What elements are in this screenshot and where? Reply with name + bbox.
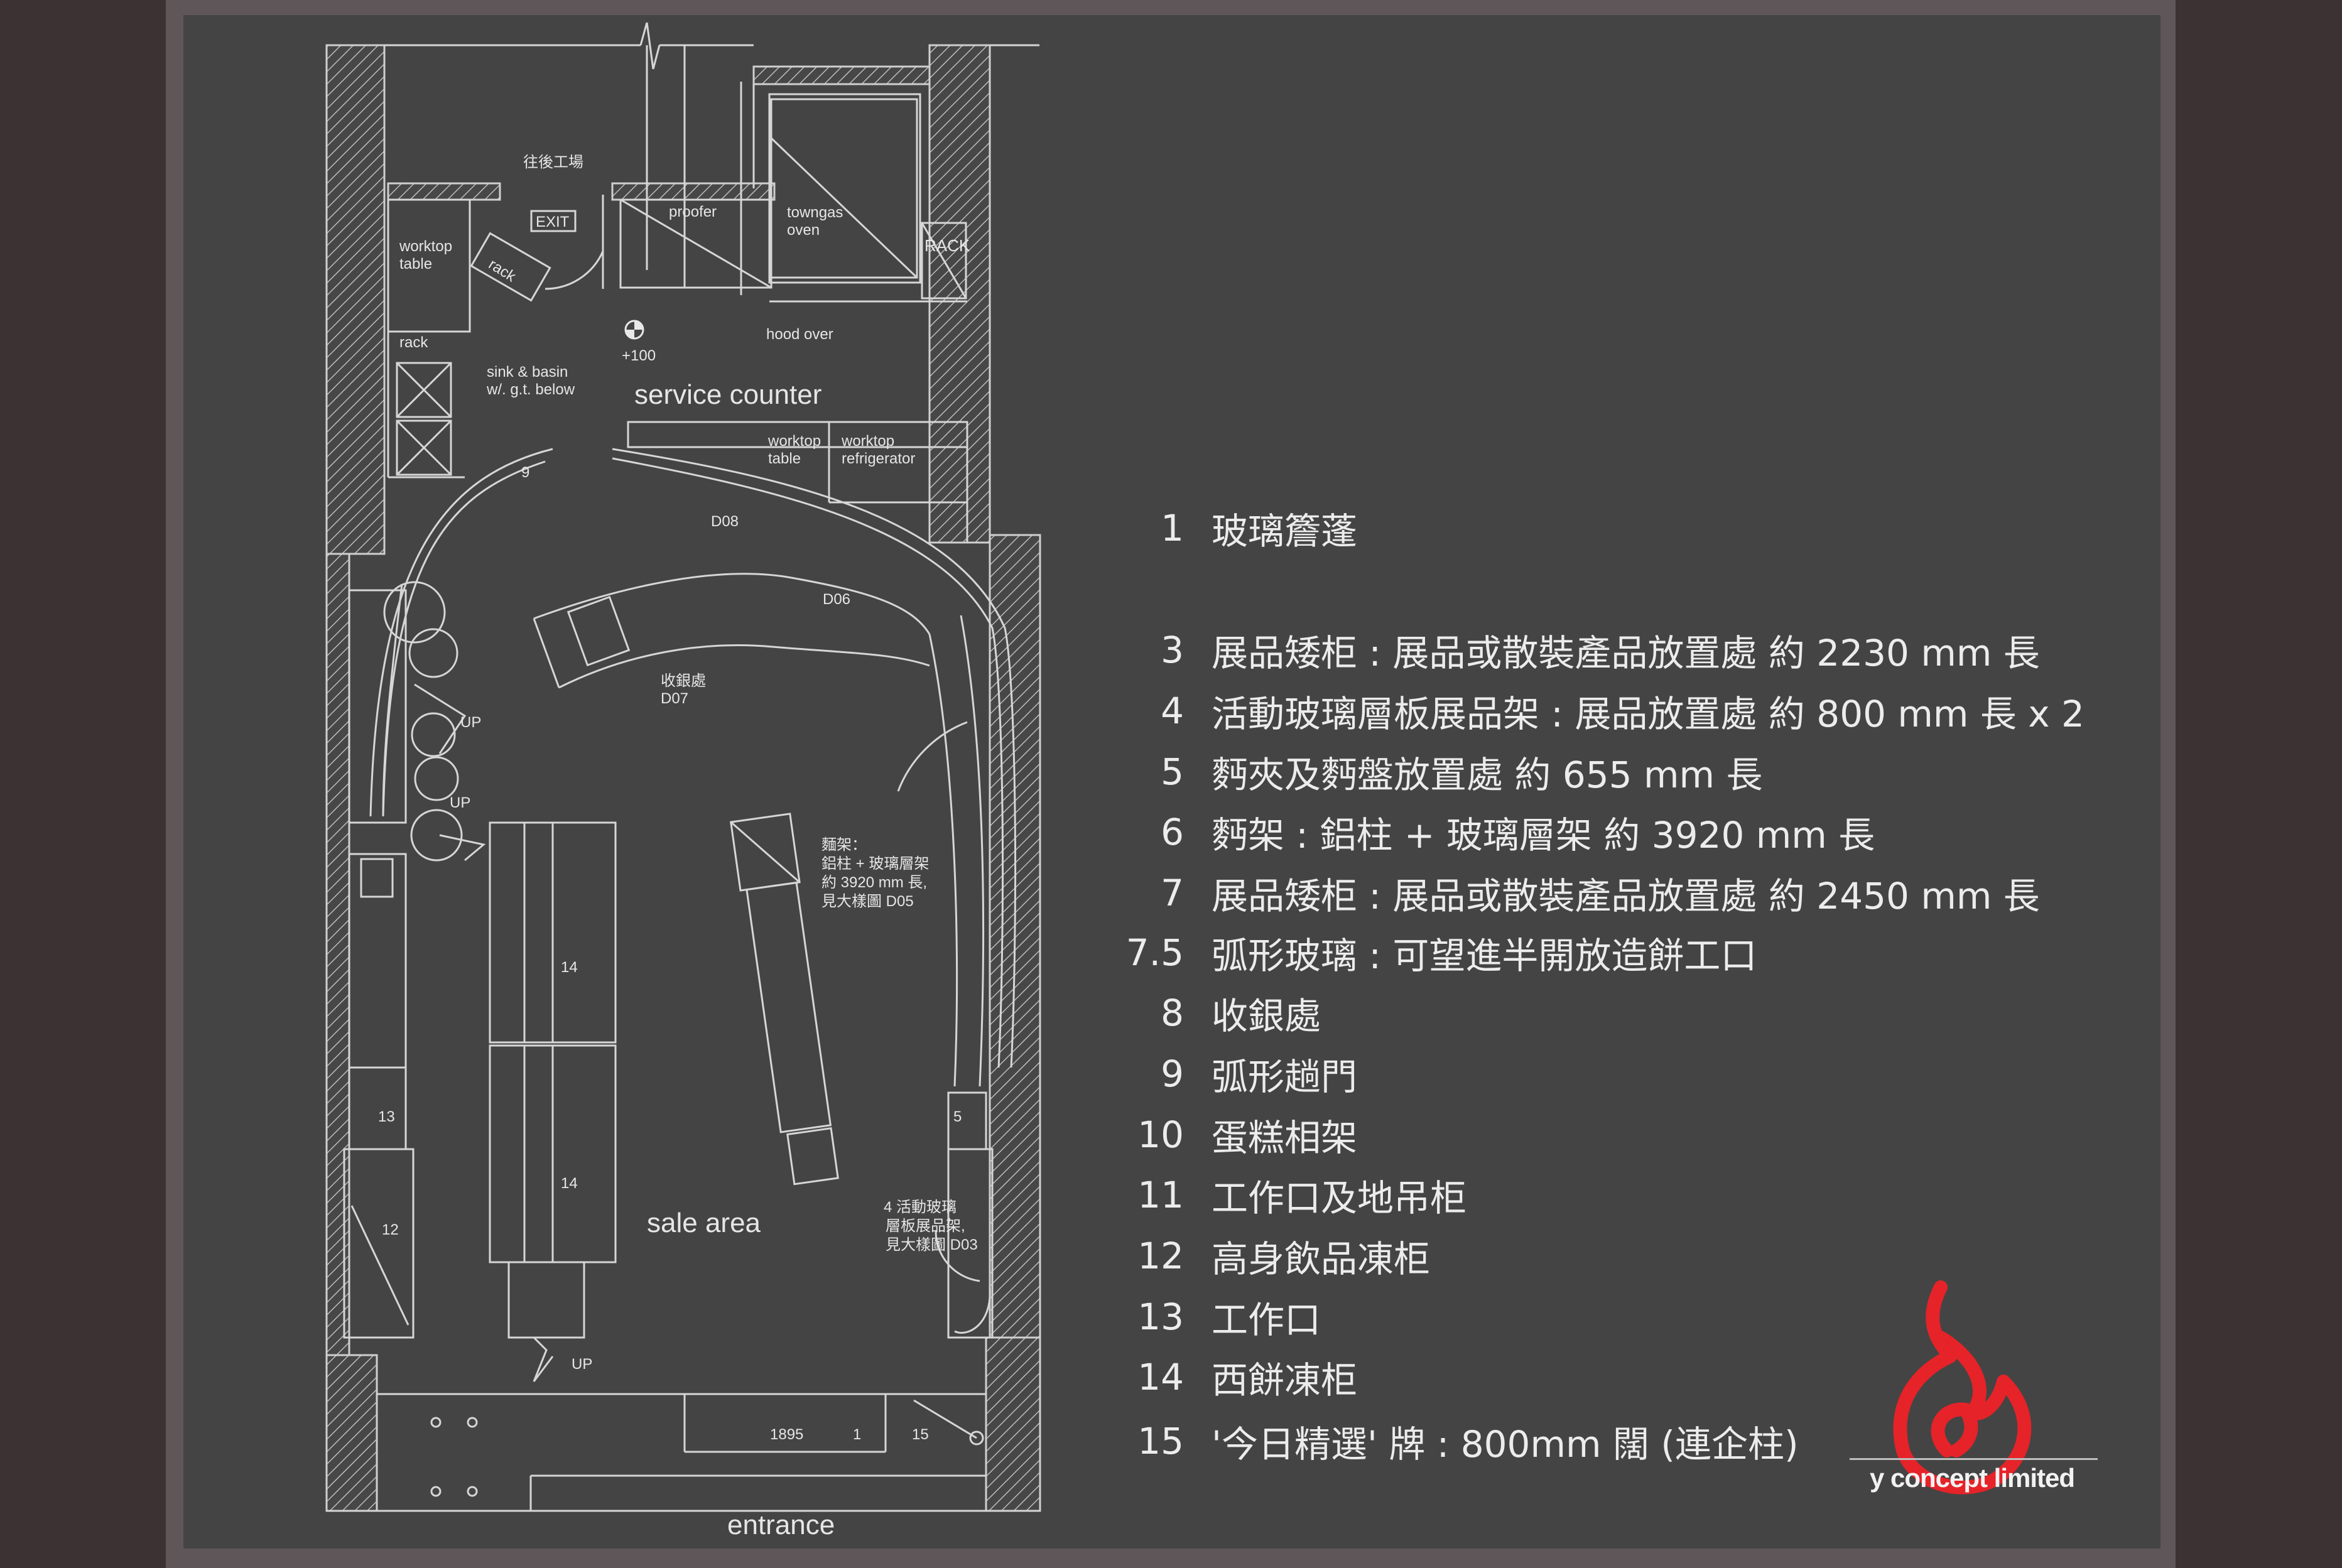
label-hood-over: hood over bbox=[766, 326, 833, 343]
label-num-1: 1 bbox=[853, 1426, 861, 1443]
plan-linework bbox=[327, 22, 1039, 1512]
label-rack-small: rack bbox=[485, 256, 519, 285]
label-service-counter: service counter bbox=[634, 379, 821, 410]
label-up-1: UP bbox=[460, 714, 481, 731]
label-entrance: entrance bbox=[727, 1510, 835, 1540]
label-sink-2: w/. g.t. below bbox=[486, 381, 575, 398]
label-d06: D06 bbox=[823, 591, 850, 608]
label-glass-rack-2: 層板展品架, bbox=[886, 1218, 965, 1235]
label-exit: EXIT bbox=[536, 214, 570, 230]
company-name: y concept limited bbox=[1869, 1463, 2075, 1493]
label-up-2: UP bbox=[450, 794, 470, 811]
label-back-workshop: 往後工場 bbox=[523, 154, 583, 171]
level-marker-icon bbox=[624, 320, 644, 340]
label-d08: D08 bbox=[711, 513, 739, 530]
label-dim-1895: 1895 bbox=[770, 1426, 803, 1443]
label-worktop-fridge-b: refrigerator bbox=[842, 450, 915, 467]
label-sink-1: sink & basin bbox=[487, 364, 568, 381]
label-glass-rack-3: 見大樣圖 D03 bbox=[886, 1236, 978, 1253]
walls bbox=[325, 44, 1041, 1512]
label-sale-area: sale area bbox=[647, 1208, 761, 1238]
label-rack-upper: RACK bbox=[924, 236, 970, 255]
label-14-bottom: 14 bbox=[561, 1175, 578, 1192]
legend-item: 15'今日精選' 牌 : 800mm 闊 (連企柱) bbox=[1137, 1420, 1799, 1466]
label-13: 13 bbox=[378, 1108, 395, 1125]
label-worktop-fridge-a: worktop bbox=[841, 433, 894, 450]
label-worktop-1b: table bbox=[399, 256, 432, 273]
label-bread-rack-4: 見大樣圖 D05 bbox=[821, 893, 914, 910]
label-towngas-oven-1: towngas bbox=[787, 204, 843, 221]
label-rack-left: rack bbox=[399, 334, 428, 351]
drawing-board bbox=[183, 15, 2160, 1549]
label-towngas-oven-2: oven bbox=[787, 222, 820, 239]
label-12: 12 bbox=[382, 1221, 399, 1238]
bollards bbox=[430, 1417, 478, 1497]
label-level: +100 bbox=[622, 347, 656, 364]
flame-logo-icon bbox=[1893, 1280, 2032, 1495]
label-worktop-2b: table bbox=[768, 450, 801, 467]
label-bread-rack-1: 麵架： bbox=[821, 836, 867, 853]
label-glass-rack-1: 4 活動玻璃 bbox=[884, 1199, 957, 1216]
company-divider bbox=[1850, 1458, 2098, 1460]
label-cashier-b: D07 bbox=[661, 690, 688, 707]
label-cashier-a: 收銀處 bbox=[661, 673, 706, 689]
label-num-15: 15 bbox=[912, 1426, 929, 1443]
label-14-top: 14 bbox=[561, 959, 578, 976]
label-bread-rack-3: 約 3920 mm 長, bbox=[821, 874, 927, 891]
label-5: 5 bbox=[953, 1108, 962, 1125]
label-worktop-1a: worktop bbox=[399, 238, 452, 255]
label-proofer: proofer bbox=[669, 203, 717, 220]
label-bread-rack-2: 鋁柱 + 玻璃層架 bbox=[821, 855, 929, 872]
label-worktop-2a: worktop bbox=[767, 433, 821, 450]
label-up-3: UP bbox=[572, 1356, 592, 1373]
label-door-9: 9 bbox=[521, 464, 529, 481]
